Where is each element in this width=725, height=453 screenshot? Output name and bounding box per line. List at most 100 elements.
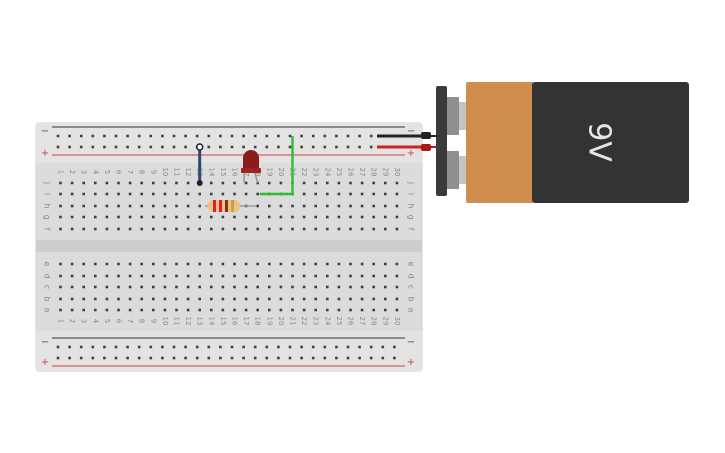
hole-i5[interactable] xyxy=(105,192,109,196)
rail-hole[interactable] xyxy=(230,345,234,349)
rail-hole[interactable] xyxy=(369,145,373,149)
rail-hole[interactable] xyxy=(311,345,315,349)
hole-b30[interactable] xyxy=(395,297,399,301)
hole-i10[interactable] xyxy=(163,192,167,196)
hole-b2[interactable] xyxy=(70,297,74,301)
hole-b16[interactable] xyxy=(233,297,236,301)
rail-hole[interactable] xyxy=(265,356,269,360)
hole-g21[interactable] xyxy=(291,215,294,219)
rail-hole[interactable] xyxy=(323,345,327,349)
hole-h2[interactable] xyxy=(70,204,74,208)
rail-hole[interactable] xyxy=(103,356,106,360)
rail-hole[interactable] xyxy=(335,145,338,149)
rail-hole[interactable] xyxy=(288,134,292,138)
hole-d13[interactable] xyxy=(198,274,201,278)
rail-hole[interactable] xyxy=(277,145,280,149)
hole-c28[interactable] xyxy=(372,285,375,289)
hole-d22[interactable] xyxy=(302,274,306,278)
resistor-body[interactable] xyxy=(208,200,240,212)
hole-b20[interactable] xyxy=(279,297,283,301)
hole-f6[interactable] xyxy=(117,227,120,231)
hole-g8[interactable] xyxy=(140,215,143,219)
hole-j15[interactable] xyxy=(221,181,225,185)
rail-hole[interactable] xyxy=(114,145,118,149)
rail-hole[interactable] xyxy=(300,356,303,360)
rail-hole[interactable] xyxy=(288,345,292,349)
hole-c22[interactable] xyxy=(302,285,306,289)
hole-b5[interactable] xyxy=(105,297,109,301)
rail-hole[interactable] xyxy=(346,134,350,138)
rail-hole[interactable] xyxy=(79,134,83,138)
rail-hole[interactable] xyxy=(242,145,245,149)
hole-c15[interactable] xyxy=(221,285,225,289)
hole-g29[interactable] xyxy=(384,215,387,219)
hole-g27[interactable] xyxy=(360,215,364,219)
rail-hole[interactable] xyxy=(242,134,245,138)
hole-i11[interactable] xyxy=(175,192,178,196)
hole-e12[interactable] xyxy=(186,262,190,266)
hole-e26[interactable] xyxy=(349,262,352,266)
rail-hole[interactable] xyxy=(79,356,83,360)
rail-hole[interactable] xyxy=(381,345,385,349)
hole-d8[interactable] xyxy=(140,274,143,278)
hole-h10[interactable] xyxy=(163,204,167,208)
hole-e23[interactable] xyxy=(314,262,317,266)
hole-g6[interactable] xyxy=(117,215,120,219)
hole-j28[interactable] xyxy=(372,181,375,185)
hole-d17[interactable] xyxy=(244,274,248,278)
hole-d12[interactable] xyxy=(186,274,190,278)
hole-i23[interactable] xyxy=(314,192,317,196)
rail-hole[interactable] xyxy=(358,356,361,360)
rail-hole[interactable] xyxy=(137,134,141,138)
rail-hole[interactable] xyxy=(207,145,211,149)
hole-a22[interactable] xyxy=(302,308,306,312)
rail-hole[interactable] xyxy=(68,345,71,349)
hole-i1[interactable] xyxy=(59,192,62,196)
hole-j2[interactable] xyxy=(70,181,74,185)
battery-leads[interactable] xyxy=(377,132,437,151)
hole-j30[interactable] xyxy=(395,181,399,185)
hole-b9[interactable] xyxy=(152,297,155,301)
hole-f12[interactable] xyxy=(186,227,190,231)
rail-hole[interactable] xyxy=(161,345,164,349)
hole-a11[interactable] xyxy=(175,308,178,312)
hole-a26[interactable] xyxy=(349,308,352,312)
battery-9v[interactable]: 9V xyxy=(436,82,689,203)
hole-b10[interactable] xyxy=(163,297,167,301)
hole-e19[interactable] xyxy=(268,262,271,266)
hole-b25[interactable] xyxy=(337,297,341,301)
rail-hole[interactable] xyxy=(346,145,350,149)
rail-hole[interactable] xyxy=(265,134,269,138)
hole-a18[interactable] xyxy=(256,308,259,312)
hole-b29[interactable] xyxy=(384,297,387,301)
hole-d16[interactable] xyxy=(233,274,236,278)
rail-hole[interactable] xyxy=(161,356,164,360)
rail-hole[interactable] xyxy=(172,345,176,349)
rail-hole[interactable] xyxy=(207,345,211,349)
hole-b15[interactable] xyxy=(221,297,225,301)
hole-c25[interactable] xyxy=(337,285,341,289)
hole-f18[interactable] xyxy=(256,227,259,231)
rail-hole[interactable] xyxy=(230,134,234,138)
rail-hole[interactable] xyxy=(56,134,60,138)
hole-f3[interactable] xyxy=(82,227,85,231)
hole-d11[interactable] xyxy=(175,274,178,278)
rail-hole[interactable] xyxy=(323,356,327,360)
hole-a30[interactable] xyxy=(395,308,399,312)
hole-e5[interactable] xyxy=(105,262,109,266)
hole-a7[interactable] xyxy=(128,308,132,312)
hole-j26[interactable] xyxy=(349,181,352,185)
hole-f21[interactable] xyxy=(291,227,294,231)
hole-g28[interactable] xyxy=(372,215,375,219)
hole-j25[interactable] xyxy=(337,181,341,185)
hole-c30[interactable] xyxy=(395,285,399,289)
hole-i24[interactable] xyxy=(326,192,329,196)
hole-b6[interactable] xyxy=(117,297,120,301)
hole-j7[interactable] xyxy=(128,181,132,185)
hole-j1[interactable] xyxy=(59,181,62,185)
hole-h1[interactable] xyxy=(59,204,62,208)
hole-b18[interactable] xyxy=(256,297,259,301)
hole-g12[interactable] xyxy=(186,215,190,219)
hole-h21[interactable] xyxy=(291,204,294,208)
